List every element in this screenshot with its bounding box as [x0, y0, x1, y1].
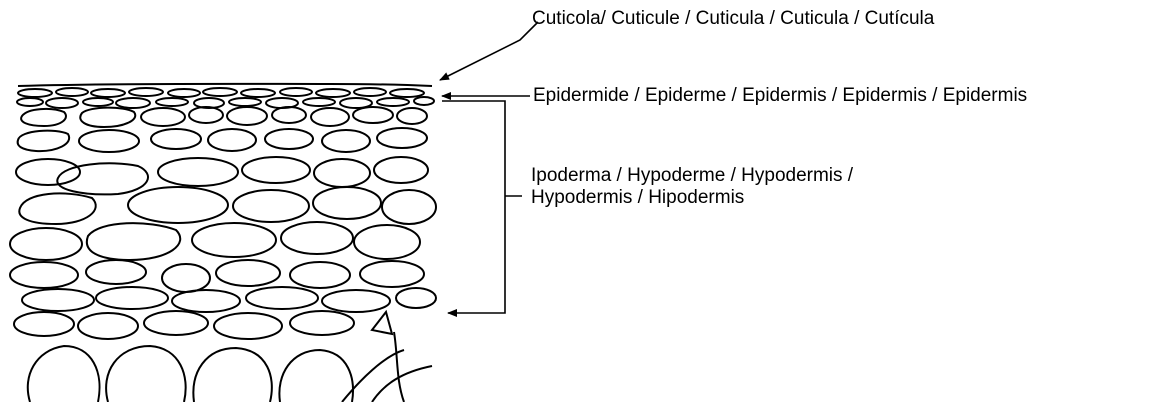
leader-lines: [440, 22, 538, 313]
hypodermis-bracket: [442, 101, 505, 313]
hypodermis-label-line-1: Ipoderma / Hypoderme / Hypodermis /: [531, 165, 853, 187]
epidermis-cells: [17, 88, 434, 108]
hypodermis-label: Ipoderma / Hypoderme / Hypodermis / Hypo…: [531, 165, 853, 209]
hypodermis-cells: [10, 107, 436, 402]
cuticle-surface-line: [18, 84, 432, 86]
epidermis-label: Epidermide / Epiderme / Epidermis / Epid…: [533, 85, 1027, 107]
hypodermis-label-line-2: Hypodermis / Hipodermis: [531, 187, 853, 209]
cuticle-arrow: [440, 22, 538, 80]
cuticle-label: Cuticola/ Cuticule / Cuticula / Cuticula…: [532, 8, 934, 30]
